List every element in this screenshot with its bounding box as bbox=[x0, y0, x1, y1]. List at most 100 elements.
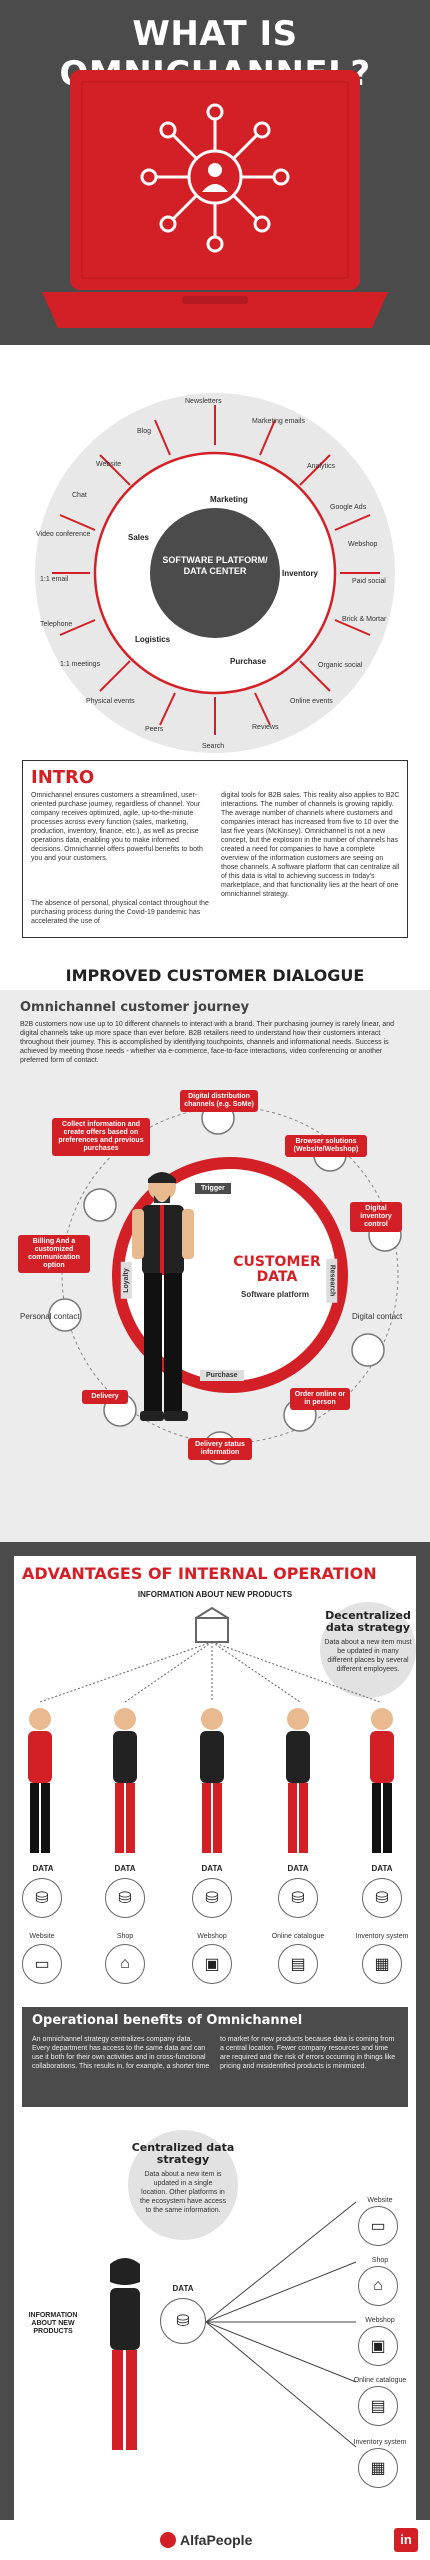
data-label-2: DATA bbox=[114, 1864, 136, 1873]
wheel-outer-physical-events: Physical events bbox=[86, 698, 135, 705]
catalogue-icon: ▤ bbox=[278, 1944, 318, 1984]
system-inventory: Inventory system bbox=[355, 1933, 409, 1940]
system-website: Website bbox=[29, 1933, 55, 1940]
wheel-outer-newsletters: Newsletters bbox=[185, 398, 222, 405]
website-icon: ▭ bbox=[358, 2206, 398, 2246]
wheel-inner-sales: Sales bbox=[128, 533, 149, 542]
database-icon: ⛁ bbox=[192, 1878, 232, 1918]
wheel-inner-inventory: Inventory bbox=[282, 569, 319, 578]
data-label-5: DATA bbox=[371, 1864, 393, 1873]
ring-loyalty: Loyalty bbox=[120, 1262, 132, 1299]
central-body: Data about a new item is updated in a si… bbox=[140, 2171, 226, 2214]
box-collect-information: Collect information and create offers ba… bbox=[52, 1118, 150, 1156]
box-order-online: Order online or in person bbox=[290, 1388, 350, 1410]
advantages-info-label: INFORMATION ABOUT NEW PRODUCTS bbox=[137, 1590, 293, 1599]
box-browser-solutions: Browser solutions (Website/Webshop) bbox=[285, 1135, 367, 1157]
footer-bar: AlfaPeople in bbox=[0, 2520, 430, 2560]
wheel-outer-website: Website bbox=[96, 461, 122, 468]
webshop-icon: ▣ bbox=[192, 1944, 232, 1984]
central-database-icon: ⛁ bbox=[160, 2298, 206, 2344]
shop-icon: ⌂ bbox=[358, 2266, 398, 2306]
person-illustration bbox=[120, 1165, 210, 1445]
dialogue-subtitle: Omnichannel customer journey bbox=[20, 1000, 250, 1015]
inventory-icon: ▦ bbox=[358, 2448, 398, 2488]
website-icon: ▭ bbox=[22, 1944, 62, 1984]
intro-col1-p1: Omnichannel ensures customers a streamli… bbox=[31, 792, 203, 862]
dialogue-title-bar: IMPROVED CUSTOMER DIALOGUE bbox=[0, 960, 430, 990]
database-icon: ⛁ bbox=[278, 1878, 318, 1918]
label-digital-contact: Digital contact bbox=[352, 1312, 403, 1321]
benefits-title: Operational benefits of Omnichannel bbox=[32, 2013, 303, 2028]
brand-name[interactable]: AlfaPeople bbox=[180, 2532, 253, 2548]
wheel-outer-analytics: Analytics bbox=[307, 463, 336, 470]
inventory-icon: ▦ bbox=[362, 1944, 402, 1984]
laptop-icon bbox=[42, 70, 388, 340]
wheel-center-label: SOFTWARE PLATFORM/ DATA CENTER bbox=[162, 555, 268, 576]
omnichannel-wheel: SOFTWARE PLATFORM/ DATA CENTER Marketing… bbox=[0, 345, 430, 755]
wheel-inner-logistics: Logistics bbox=[135, 635, 171, 644]
wheel-outer-video-conference: Video conference bbox=[36, 531, 91, 538]
benefits-col1: An omnichannel strategy centralizes comp… bbox=[32, 2036, 210, 2070]
intro-box: INTRO Omnichannel ensures customers a st… bbox=[22, 760, 408, 938]
people-row bbox=[28, 1708, 394, 1853]
system-online-catalogue: Online catalogue bbox=[271, 1933, 325, 1940]
wheel-outer-blog: Blog bbox=[137, 428, 152, 435]
linkedin-icon[interactable]: in bbox=[394, 2528, 418, 2552]
decentral-body: Data about a new item must be updated in… bbox=[324, 1639, 412, 1673]
central-info-label: INFORMATION ABOUT NEW PRODUCTS bbox=[28, 2312, 78, 2335]
wheel-inner-marketing: Marketing bbox=[210, 495, 248, 504]
benefits-box: Operational benefits of Omnichannel An o… bbox=[22, 2007, 408, 2107]
data-label-1: DATA bbox=[32, 1864, 54, 1873]
central-system-shop: Shop bbox=[371, 2257, 389, 2264]
advantages-title: ADVANTAGES OF INTERNAL OPERATION bbox=[22, 1564, 377, 1583]
data-label-4: DATA bbox=[287, 1864, 309, 1873]
system-webshop: Webshop bbox=[197, 1933, 227, 1940]
intro-title: INTRO bbox=[31, 767, 95, 788]
wheel-outer-webshop: Webshop bbox=[348, 541, 378, 548]
system-shop: Shop bbox=[116, 1933, 134, 1940]
wheel-outer-meetings: 1:1 meetings bbox=[60, 661, 101, 668]
box-digital-inventory: Digital inventory control bbox=[350, 1202, 402, 1232]
database-icon: ⛁ bbox=[362, 1878, 402, 1918]
box-delivery-status: Delivery status information bbox=[188, 1438, 252, 1460]
box-digital-distribution: Digital distribution channels (e.g. SoMe… bbox=[180, 1090, 258, 1112]
webshop-icon: ▣ bbox=[358, 2326, 398, 2366]
wheel-outer-search: Search bbox=[202, 743, 225, 750]
wheel-outer-online-events: Online events bbox=[290, 698, 333, 705]
box-delivery: Delivery bbox=[82, 1390, 128, 1404]
alfapeople-logo-icon bbox=[160, 2532, 176, 2548]
box-billing: Billing And a customized communication o… bbox=[18, 1235, 90, 1273]
central-data-label: DATA bbox=[172, 2284, 194, 2293]
advantages-section: ADVANTAGES OF INTERNAL OPERATION INFORMA… bbox=[0, 1542, 430, 2542]
database-icon: ⛁ bbox=[105, 1878, 145, 1918]
benefits-col2: to market for new products because data … bbox=[220, 2036, 396, 2070]
intro-col2-p1: digital tools for B2B sales. This realit… bbox=[221, 792, 400, 898]
wheel-outer-email: 1:1 email bbox=[40, 576, 69, 583]
ring-research: Research bbox=[326, 1258, 338, 1303]
shop-icon: ⌂ bbox=[105, 1944, 145, 1984]
wheel-outer-reviews: Reviews bbox=[252, 724, 279, 731]
central-bubble bbox=[128, 2130, 238, 2240]
central-person bbox=[110, 2258, 140, 2450]
wheel-outer-google-ads: Google Ads bbox=[330, 504, 367, 511]
intro-col1-p2: The absence of personal, physical contac… bbox=[31, 900, 209, 925]
central-system-website: Website bbox=[367, 2197, 393, 2204]
wheel-outer-organic-social: Organic social bbox=[318, 662, 363, 669]
wheel-outer-chat: Chat bbox=[72, 492, 87, 499]
wheel-outer-peers: Peers bbox=[145, 726, 164, 733]
catalogue-icon: ▤ bbox=[358, 2386, 398, 2426]
decentral-bubble bbox=[320, 1602, 416, 1698]
central-system-inventory: Inventory system bbox=[353, 2439, 407, 2446]
dialogue-body: B2B customers now use up to 10 different… bbox=[20, 1021, 395, 1064]
ring-trigger: Trigger bbox=[195, 1183, 231, 1194]
customer-data-title: CUSTOMER DATA bbox=[233, 1254, 321, 1285]
data-label-3: DATA bbox=[201, 1864, 223, 1873]
hero-section: WHAT IS OMNICHANNEL? bbox=[0, 0, 430, 345]
ring-purchase: Purchase bbox=[200, 1370, 244, 1381]
customer-data-sub: Software platform bbox=[240, 1290, 309, 1299]
wheel-outer-telephone: Telephone bbox=[40, 621, 73, 628]
central-title: Centralized data strategy bbox=[131, 2141, 235, 2166]
label-personal-contact: Personal contact bbox=[20, 1312, 80, 1321]
dialogue-section: Omnichannel customer journey B2B custome… bbox=[0, 990, 430, 1542]
central-system-catalogue: Online catalogue bbox=[353, 2377, 407, 2384]
